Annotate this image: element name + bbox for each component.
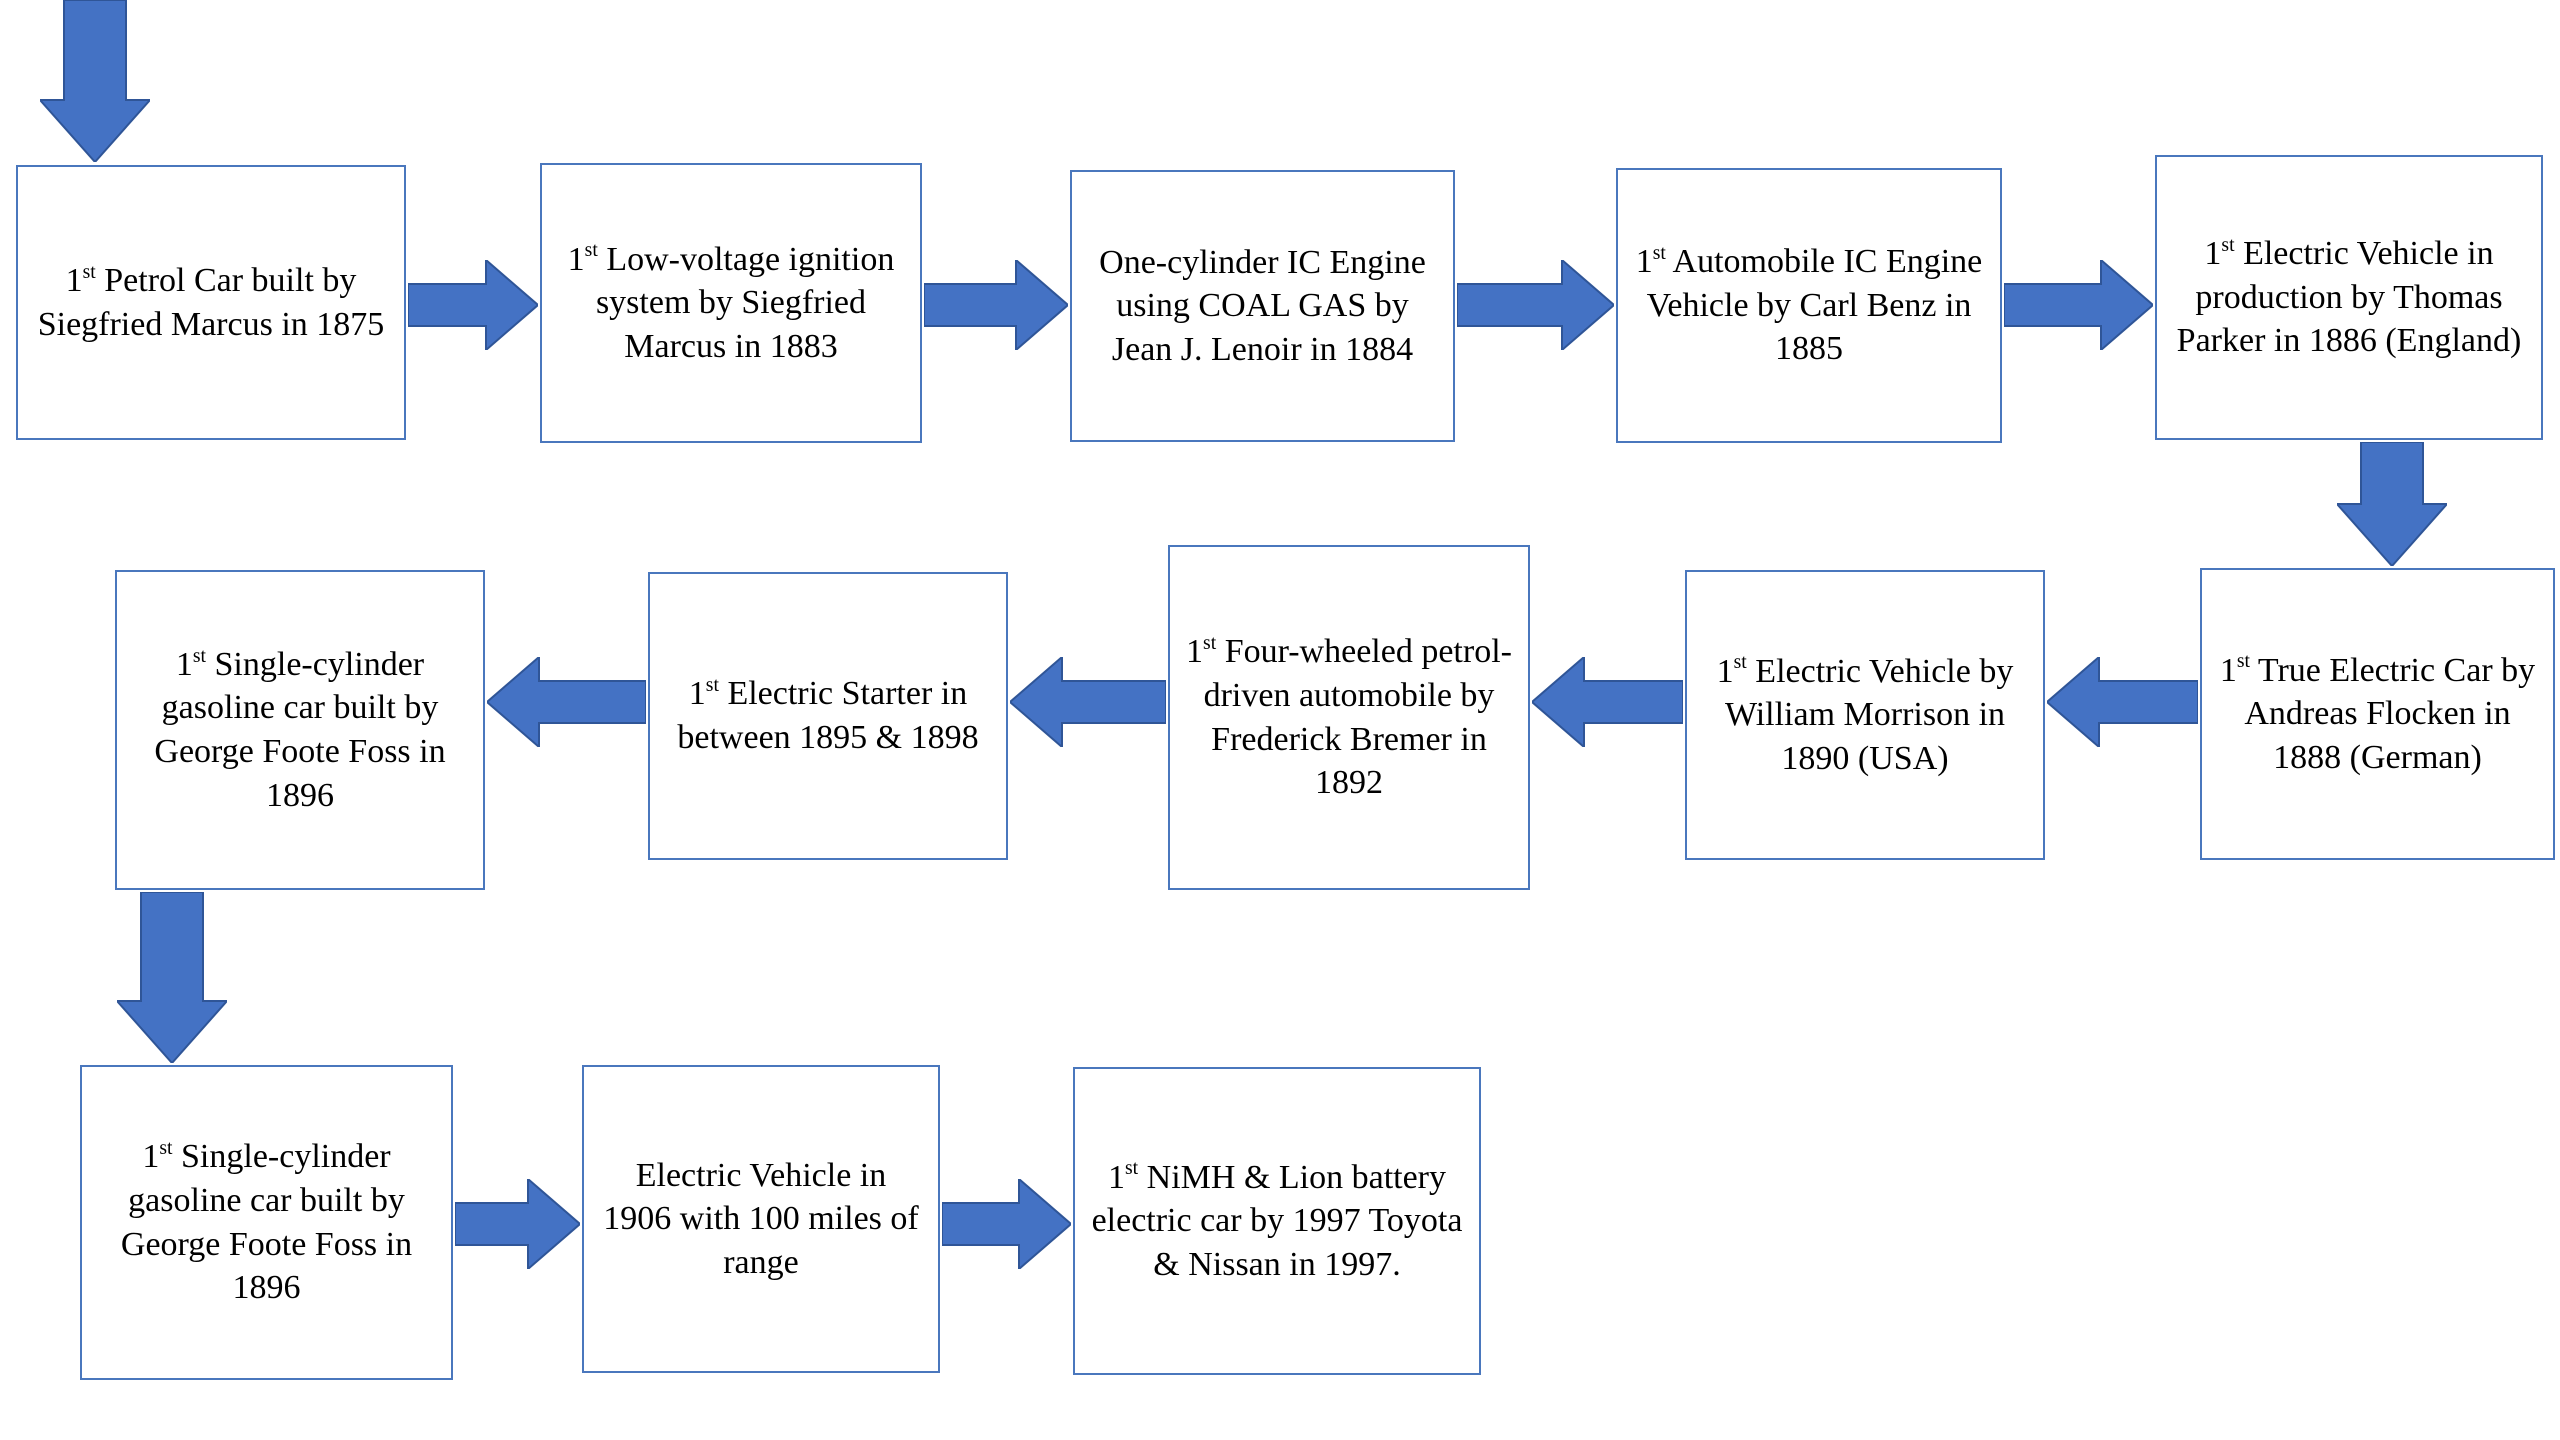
flow-node-foss-1896-b: 1st Single-cylinder gasoline car built b… — [80, 1065, 453, 1380]
flow-arrow-down — [2337, 442, 2447, 566]
flow-node-foss-1896-a: 1st Single-cylinder gasoline car built b… — [115, 570, 485, 890]
flow-arrow-down — [40, 0, 150, 162]
flow-arrow-left — [2047, 657, 2198, 747]
flow-node-parker-ev-1886: 1st Electric Vehicle in production by Th… — [2155, 155, 2543, 440]
flow-node-label: 1st Electric Starter in between 1895 & 1… — [677, 674, 979, 756]
flow-node-label: 1st Electric Vehicle by William Morrison… — [1716, 651, 2014, 777]
flow-node-electric-starter-1895: 1st Electric Starter in between 1895 & 1… — [648, 572, 1008, 860]
flow-arrow-right — [455, 1179, 580, 1269]
flow-node-label: One-cylinder IC Engine using COAL GAS by… — [1099, 243, 1426, 368]
flow-node-ev-1906-range: Electric Vehicle in 1906 with 100 miles … — [582, 1065, 940, 1373]
flow-node-label: 1st Automobile IC Engine Vehicle by Carl… — [1635, 241, 1983, 368]
flow-node-label: 1st True Electric Car by Andreas Flocken… — [2219, 650, 2536, 776]
flow-node-petrol-car-1875: 1st Petrol Car built by Siegfried Marcus… — [16, 165, 406, 440]
flow-node-label: 1st Electric Vehicle in production by Th… — [2176, 233, 2522, 360]
flow-arrow-right — [1457, 260, 1614, 350]
flow-node-label: 1st Low-voltage ignition system by Siegf… — [567, 239, 895, 365]
flow-arrow-right — [924, 260, 1068, 350]
flow-node-label: Electric Vehicle in 1906 with 100 miles … — [603, 1156, 919, 1281]
flow-node-nimh-lion-1997: 1st NiMH & Lion battery electric car by … — [1073, 1067, 1481, 1375]
flow-arrow-right — [942, 1179, 1071, 1269]
flow-node-label: 1st Single-cylinder gasoline car built b… — [120, 1137, 413, 1307]
flow-arrow-left — [1532, 657, 1683, 747]
flow-node-label: 1st Four-wheeled petrol-driven automobil… — [1186, 632, 1512, 802]
flow-node-morrison-1890: 1st Electric Vehicle by William Morrison… — [1685, 570, 2045, 860]
flow-node-label: 1st Petrol Car built by Siegfried Marcus… — [37, 260, 385, 343]
flow-node-label: 1st NiMH & Lion battery electric car by … — [1091, 1157, 1463, 1283]
flow-node-label: 1st Single-cylinder gasoline car built b… — [154, 644, 446, 814]
flow-node-bremer-1892: 1st Four-wheeled petrol-driven automobil… — [1168, 545, 1530, 890]
flow-arrow-right — [408, 260, 538, 350]
flow-node-coal-gas-engine-1884: One-cylinder IC Engine using COAL GAS by… — [1070, 170, 1455, 442]
flow-node-ignition-1883: 1st Low-voltage ignition system by Siegf… — [540, 163, 922, 443]
flow-node-benz-1885: 1st Automobile IC Engine Vehicle by Carl… — [1616, 168, 2002, 443]
flow-node-flocken-1888: 1st True Electric Car by Andreas Flocken… — [2200, 568, 2555, 860]
flow-arrow-left — [487, 657, 646, 747]
flow-arrow-left — [1010, 657, 1166, 747]
flow-arrow-down — [117, 892, 227, 1063]
flow-arrow-right — [2004, 260, 2153, 350]
